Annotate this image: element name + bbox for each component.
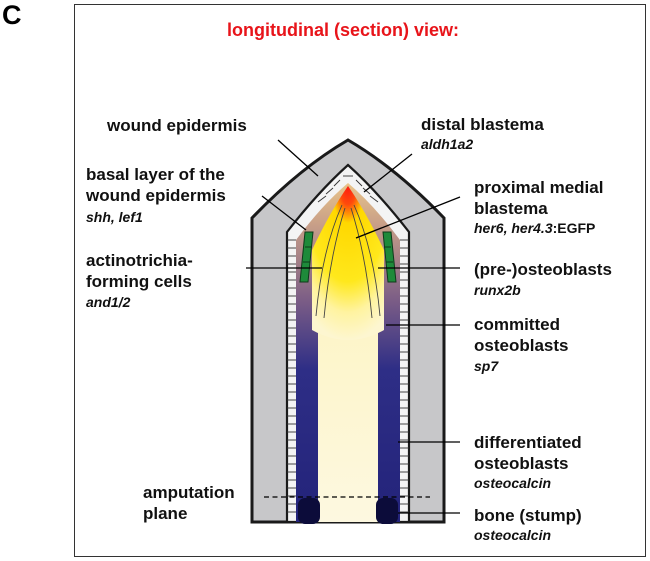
gene-differentiated: osteocalcin: [474, 475, 551, 491]
figure-frame: [74, 4, 646, 557]
gene-proximal-italic: her6, her4.3: [474, 220, 553, 236]
gene-preosteoblasts: runx2b: [474, 282, 521, 298]
label-proximal-line1: proximal medial: [474, 178, 603, 197]
view-title: longitudinal (section) view:: [227, 20, 459, 40]
gene-actinotrichia: and1/2: [86, 294, 131, 310]
gene-distal-blastema: aldh1a2: [421, 136, 473, 152]
label-distal-blastema: distal blastema: [421, 115, 544, 134]
label-basal-layer-line1: basal layer of the: [86, 165, 225, 184]
basal-cell-divider: [325, 187, 334, 195]
label-preosteoblasts: (pre-)osteoblasts: [474, 260, 612, 279]
gene-basal-layer: shh, lef1: [86, 209, 143, 225]
label-committed-line1: committed: [474, 315, 560, 334]
label-bone-stump: bone (stump): [474, 506, 582, 525]
label-differentiated-line2: osteoblasts: [474, 454, 568, 473]
blastema: [312, 186, 384, 340]
basal-cell-divider: [362, 187, 371, 195]
label-committed-line2: osteoblasts: [474, 336, 568, 355]
basal-cell-divider: [355, 179, 363, 187]
basal-layer-cell-grid: [287, 175, 409, 513]
gene-proximal-plain: :EGFP: [553, 220, 596, 236]
label-actinotrichia-line1: actinotrichia-: [86, 251, 193, 270]
label-actinotrichia-line2: forming cells: [86, 272, 192, 291]
leader-lines: [246, 139, 461, 514]
basal-cell-divider: [333, 179, 341, 187]
basal-cell-divider: [317, 195, 327, 203]
panel-letter: C: [2, 0, 22, 30]
actinotrichia-fibers: [315, 204, 381, 319]
green-basal-cells: [299, 231, 397, 283]
basal-cell-divider: [369, 195, 379, 203]
label-amputation-line1: amputation: [143, 483, 235, 502]
bone-stump-right: [376, 498, 398, 524]
label-wound-epidermis: wound epidermis: [106, 116, 247, 135]
gene-proximal: her6, her4.3:EGFP: [474, 220, 595, 236]
label-differentiated-line1: differentiated: [474, 433, 582, 452]
gene-bone-stump: osteocalcin: [474, 527, 551, 543]
label-basal-layer-line2: wound epidermis: [85, 186, 226, 205]
label-proximal-line2: blastema: [474, 199, 548, 218]
bone-stump-left: [298, 498, 320, 524]
gene-committed: sp7: [474, 358, 499, 374]
label-amputation-line2: plane: [143, 504, 187, 523]
